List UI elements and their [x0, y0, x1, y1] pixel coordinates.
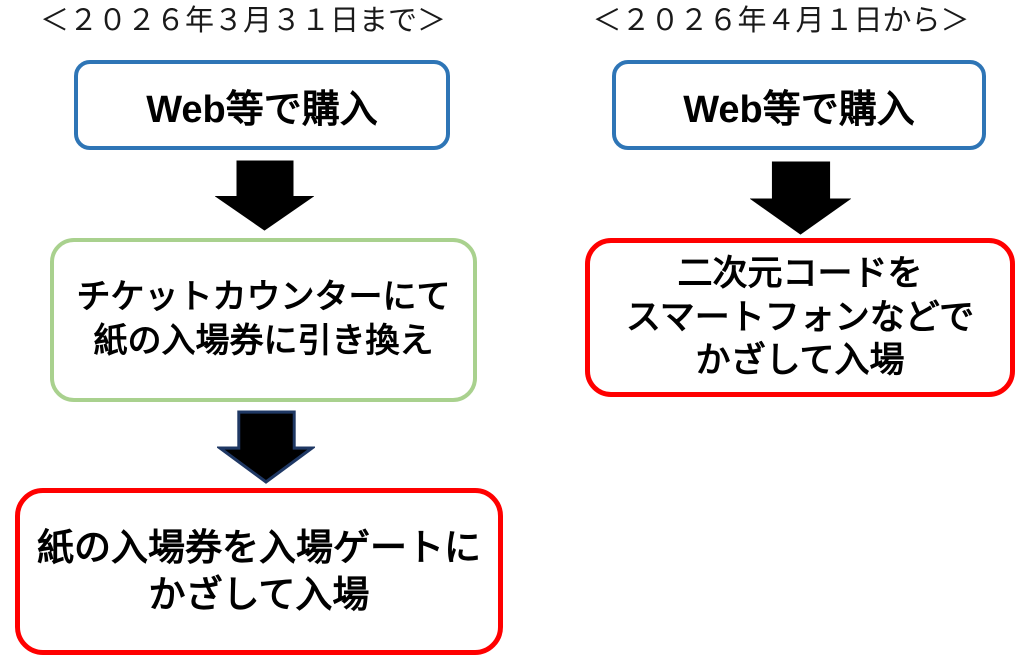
right-step-qr-entry-line3: かざして入場 — [695, 341, 905, 381]
left-step-ticket-counter-line1: チケットカウンターにて — [76, 278, 451, 317]
right-step-qr-entry-box: 二次元コードを スマートフォンなどで かざして入場 — [585, 238, 1015, 397]
right-step-web-purchase-label: Web等で購入 — [683, 88, 915, 131]
left-step-ticket-counter-box: チケットカウンターにて 紙の入場券に引き換え — [50, 238, 477, 402]
down-arrow-icon — [215, 160, 314, 231]
right-step-web-purchase-box: Web等で購入 — [612, 60, 986, 150]
left-step-web-purchase-box: Web等で購入 — [74, 60, 450, 150]
left-step-ticket-counter-line2: 紙の入場券に引き換え — [93, 322, 434, 360]
left-step-gate-entry-line2: かざして入場 — [148, 573, 370, 615]
right-step-qr-entry-line1: 二次元コードを — [677, 253, 923, 293]
down-arrow-outlined-icon — [217, 410, 315, 484]
down-arrow-icon — [750, 161, 851, 235]
left-column-header: ＜２０２６年３月３１日まで＞ — [39, 5, 446, 37]
right-step-qr-entry-line2: スマートフォンなどで — [625, 297, 975, 337]
right-column-header: ＜２０２６年４月１日から＞ — [592, 5, 970, 37]
left-step-gate-entry-line1: 紙の入場券を入場ゲートに — [37, 526, 481, 568]
left-step-gate-entry-box: 紙の入場券を入場ゲートに かざして入場 — [15, 488, 503, 655]
left-step-web-purchase-label: Web等で購入 — [146, 88, 378, 131]
